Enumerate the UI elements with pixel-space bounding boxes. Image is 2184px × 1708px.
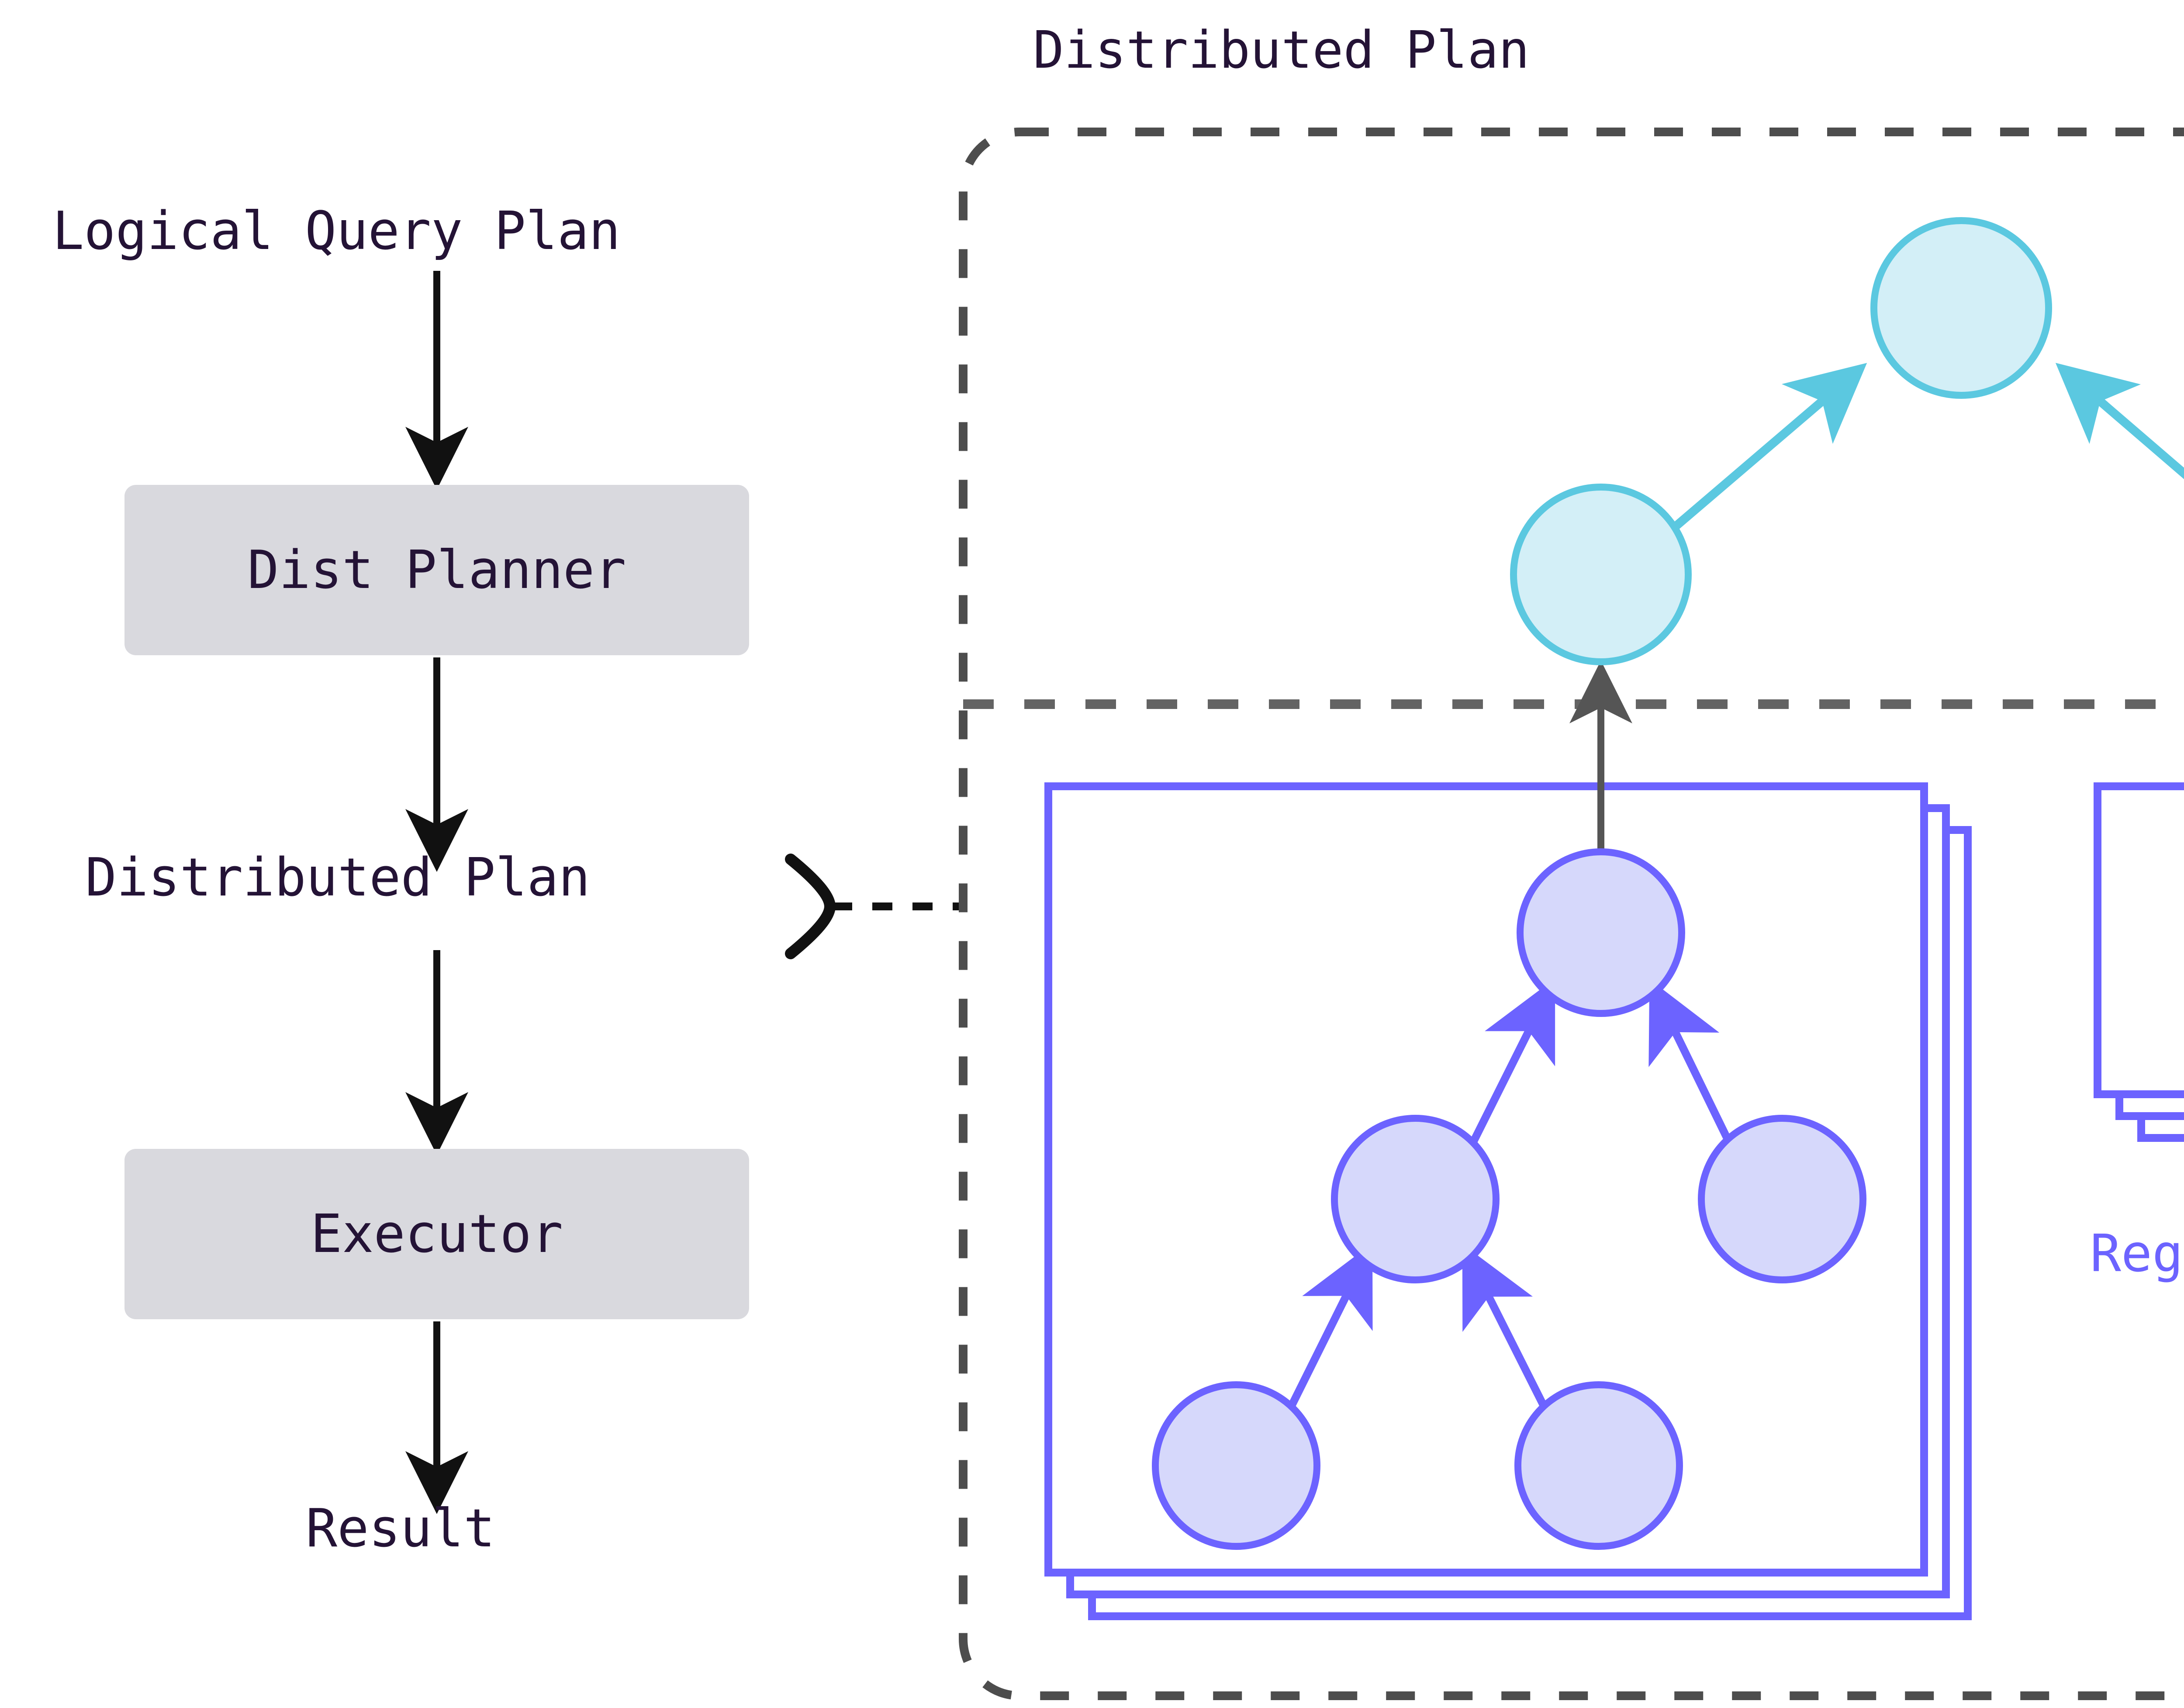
frontend-node-left[interactable] xyxy=(1510,484,1692,665)
region-box-right-front xyxy=(2094,782,2184,1098)
plan-expand-connector xyxy=(785,854,963,959)
edge-dl1-dmid xyxy=(1286,1243,1373,1412)
distributed-plan-label: Distributed Plan xyxy=(85,847,590,908)
regions-label: Regions xyxy=(2090,1223,2184,1283)
edge-dl2-dmid xyxy=(1462,1244,1550,1413)
cross-stage-arrows xyxy=(1569,660,1632,852)
frontend-nodes xyxy=(1510,217,2052,665)
datanode-node[interactable] xyxy=(1517,848,1685,1017)
edge-fright-froot xyxy=(2055,363,2184,479)
executor-box[interactable]: Executor xyxy=(124,1149,749,1319)
frontend-node-root[interactable] xyxy=(1870,217,2052,399)
distributed-plan-container xyxy=(959,128,2184,1700)
frontend-edges xyxy=(1672,363,2184,530)
region-stack-right xyxy=(2094,782,2184,1142)
brace-icon xyxy=(785,854,836,959)
logical-query-plan-label: Logical Query Plan xyxy=(52,201,621,262)
distributed-plan-title: Distributed Plan xyxy=(1033,20,1530,80)
edge-fleft-froot xyxy=(1672,363,1867,530)
datanode-node[interactable] xyxy=(1514,1381,1683,1550)
datanode-nodes xyxy=(1152,848,1866,1550)
datanode-edges xyxy=(1286,978,1735,1413)
result-label: Result xyxy=(306,1498,495,1559)
datanode-node[interactable] xyxy=(1152,1381,1320,1550)
datanode-node[interactable] xyxy=(1331,1115,1500,1283)
datanode-node[interactable] xyxy=(1698,1115,1866,1283)
edge-dmid-droot xyxy=(1468,978,1555,1147)
edge-dsib-droot xyxy=(1648,979,1735,1147)
dist-planner-box[interactable]: Dist Planner xyxy=(124,485,749,655)
